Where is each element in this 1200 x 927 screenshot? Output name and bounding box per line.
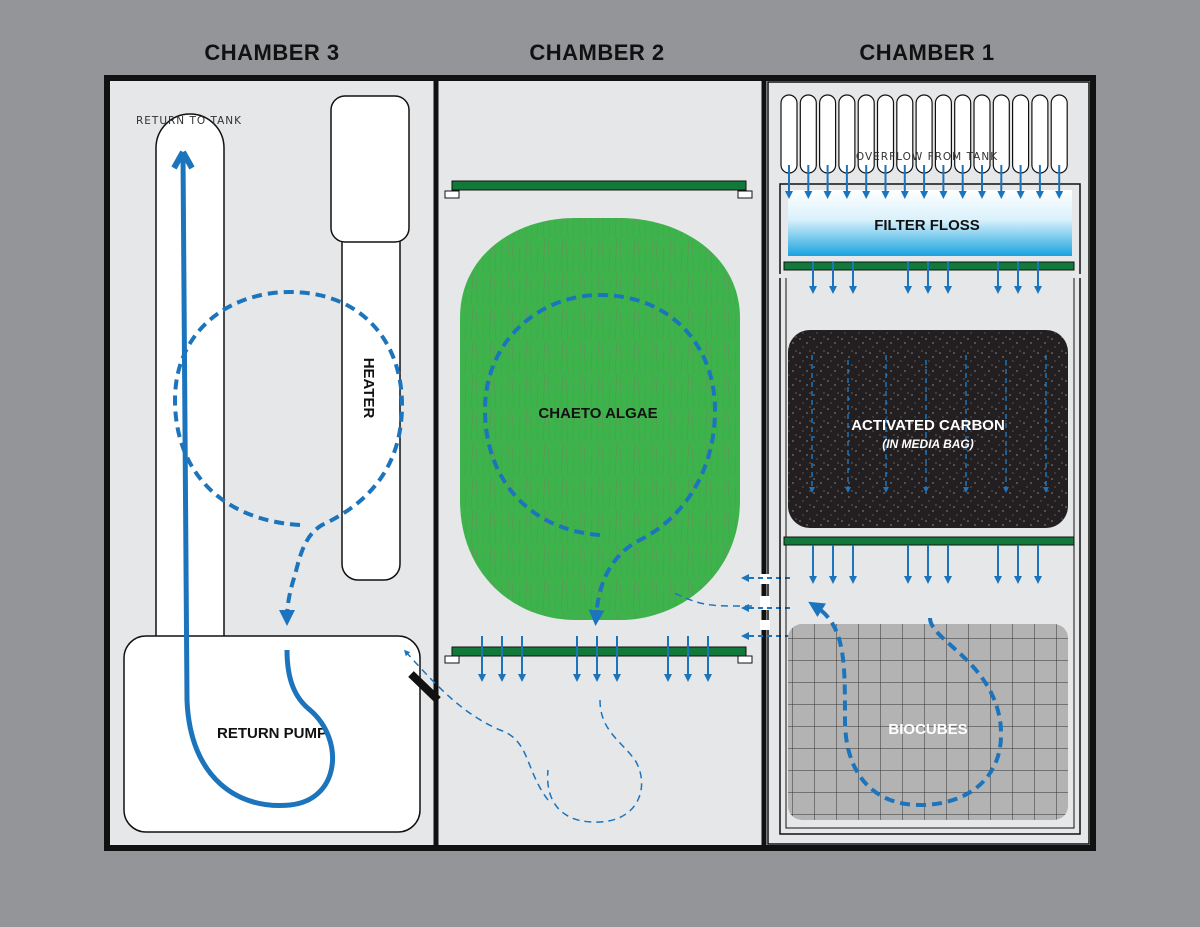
heater <box>330 95 410 581</box>
chamber-1-inner <box>767 81 1090 845</box>
chevron-up-icon <box>171 150 195 170</box>
pump-intake <box>408 671 441 703</box>
baffle-openings <box>760 574 770 630</box>
floss-down-arrows <box>809 262 1042 294</box>
bottom-sponge-chamber-2 <box>444 646 753 664</box>
overflow-from-tank-label: OVERFLOW FROM TANK <box>856 151 998 163</box>
return-pump-label: RETURN PUMP <box>217 725 327 742</box>
overflow-arrows <box>785 165 1064 199</box>
top-sponge-chamber-2 <box>444 180 753 199</box>
chamber-3-flow <box>172 155 549 809</box>
filter-floss-label: FILTER FLOSS <box>874 217 980 234</box>
chamber-1-title: CHAMBER 1 <box>859 40 994 65</box>
heater-label: HEATER <box>360 358 377 419</box>
chamber-2-down-arrows <box>478 636 712 682</box>
carbon-flow-arrows <box>809 355 1049 493</box>
overflow-tooth <box>1031 94 1049 174</box>
activated-carbon-bag <box>788 330 1068 528</box>
overflow-tooth <box>1011 94 1030 174</box>
overflow-tooth <box>1050 94 1068 174</box>
activated-carbon-label: ACTIVATED CARBON <box>851 417 1005 434</box>
media-basket <box>779 278 1081 835</box>
chamber-3-title: CHAMBER 3 <box>204 40 339 65</box>
overflow-tooth <box>818 94 837 174</box>
media-bag-label: (IN MEDIA BAG) <box>882 437 974 451</box>
chamber-1-to-2-arrows <box>741 574 790 640</box>
biocube-flow <box>808 601 1004 808</box>
filter-floss-tray <box>779 183 1081 274</box>
return-pipe <box>155 113 225 648</box>
chaeto-algae-label: CHAETO ALGAE <box>538 405 657 422</box>
return-pump <box>123 635 421 833</box>
carbon-sponge <box>783 536 1075 546</box>
return-to-tank-label: RETURN TO TANK <box>136 115 242 127</box>
overflow-tooth <box>799 94 817 174</box>
biocubes-label: BIOCUBES <box>888 721 967 738</box>
carbon-down-arrows <box>809 545 1042 584</box>
chamber-2-title: CHAMBER 2 <box>529 40 664 65</box>
chamber-2-flow <box>482 292 752 823</box>
overflow-tooth <box>838 94 856 174</box>
media-basket-inner <box>785 278 1075 829</box>
